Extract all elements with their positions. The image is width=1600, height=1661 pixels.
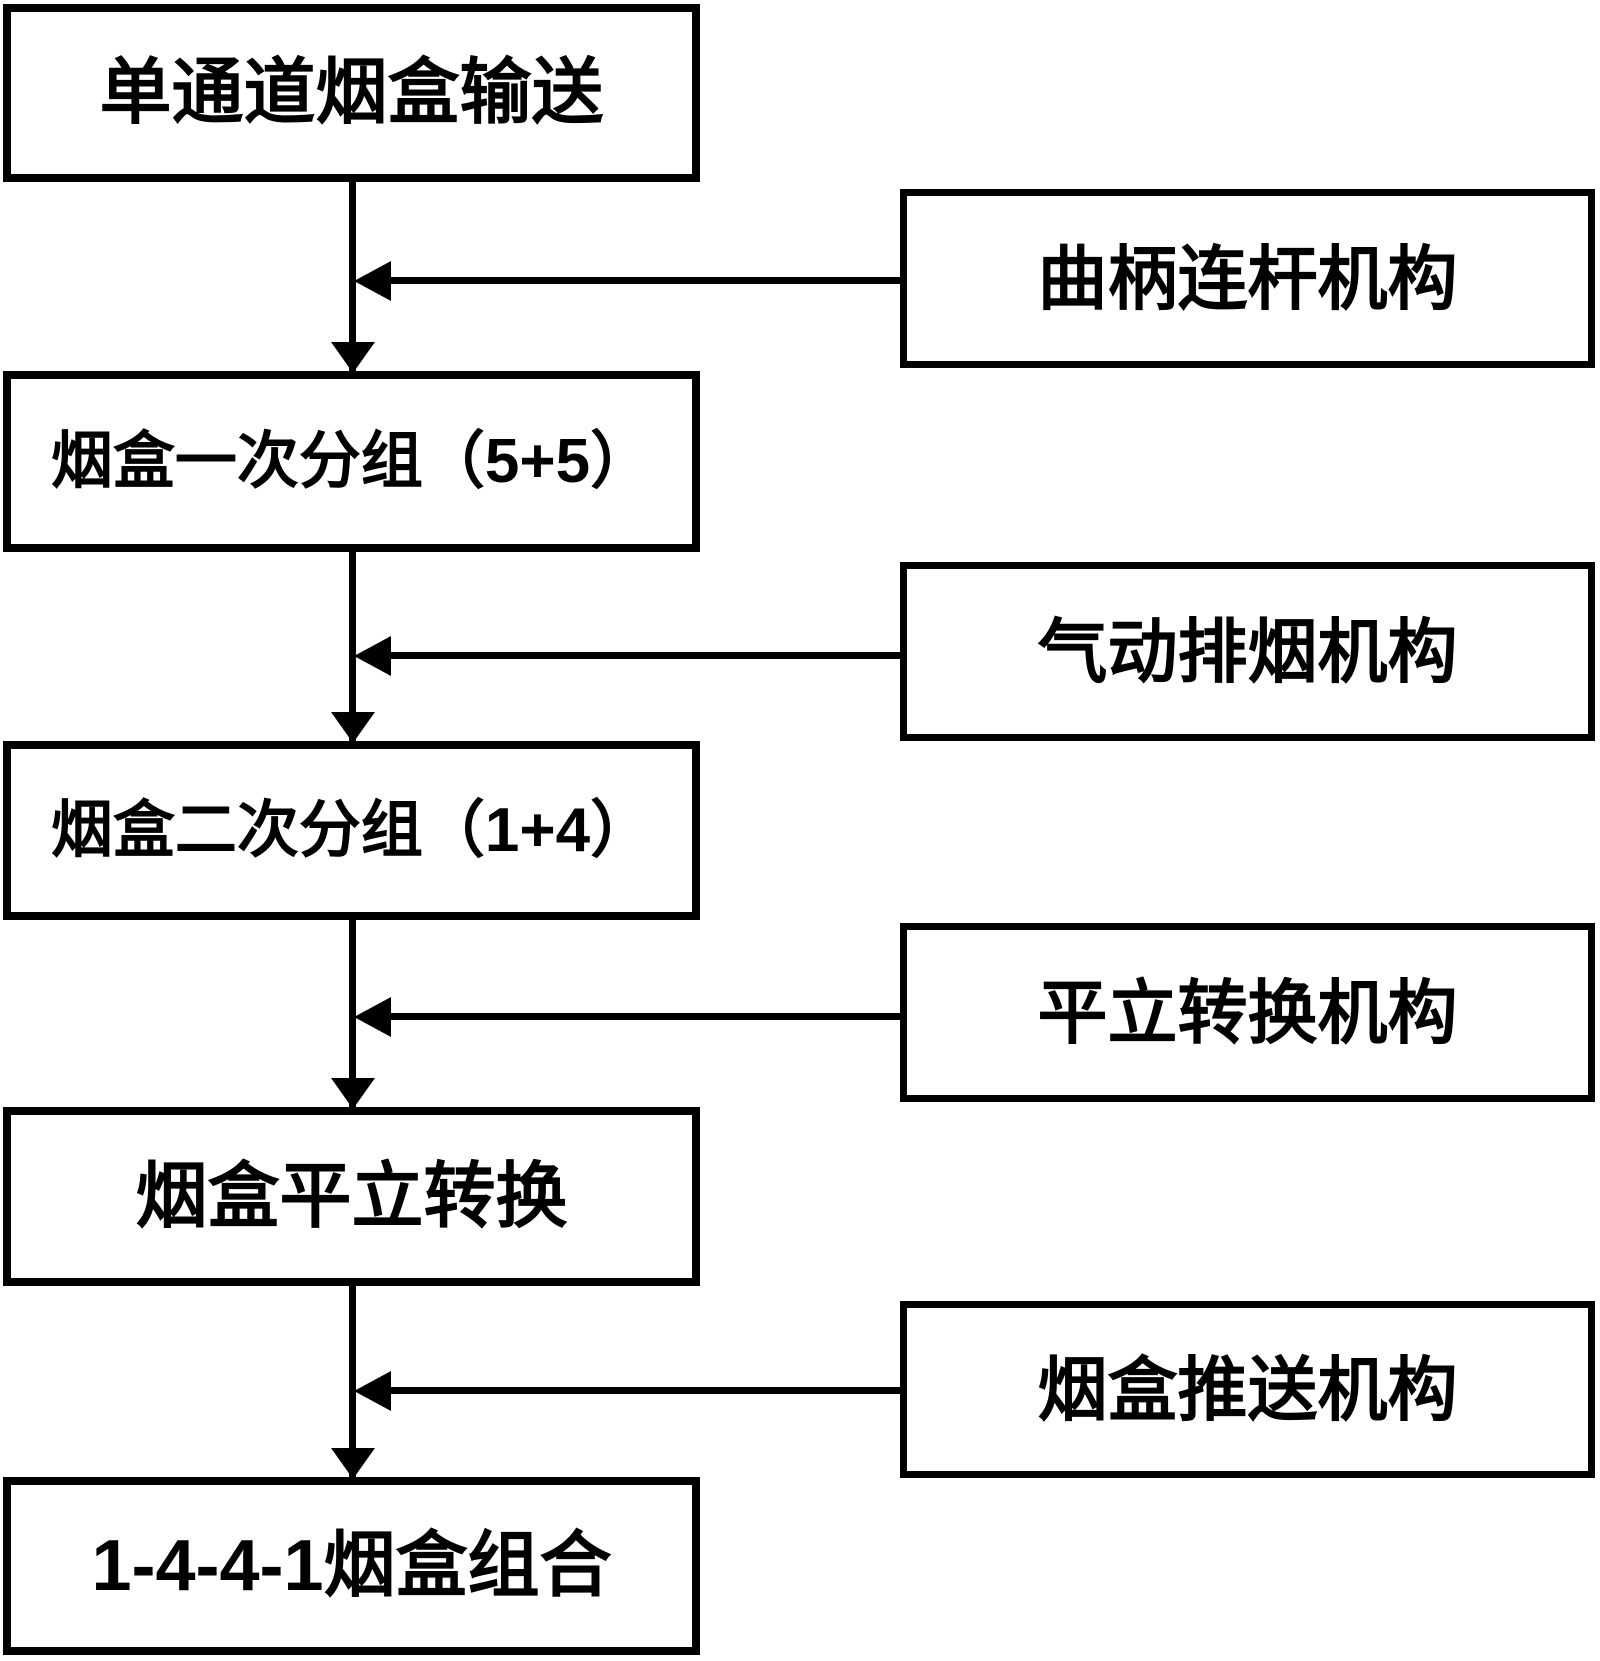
mechanism-label-1: 曲柄连杆机构 [1037, 239, 1458, 318]
flow-connector-line-4 [349, 1286, 356, 1478]
mechanism-box-1: 曲柄连杆机构 [900, 189, 1595, 368]
mechanism-box-3: 平立转换机构 [900, 923, 1595, 1102]
arrow-down-icon-4 [331, 1448, 375, 1479]
mechanism-connector-line-3 [382, 1013, 902, 1020]
flow-step-box-1: 单通道烟盒输送 [3, 4, 700, 182]
arrow-left-icon-2 [354, 636, 391, 676]
mechanism-box-4: 烟盒推送机构 [900, 1301, 1595, 1478]
flow-step-label-5: 1-4-4-1烟盒组合 [91, 1526, 612, 1606]
flow-connector-line-1 [349, 182, 356, 372]
flow-step-box-4: 烟盒平立转换 [3, 1107, 700, 1286]
arrow-left-icon-3 [354, 997, 391, 1037]
arrow-down-icon-2 [331, 712, 375, 743]
flow-step-label-1: 单通道烟盒输送 [99, 53, 604, 133]
flow-step-box-5: 1-4-4-1烟盒组合 [3, 1477, 700, 1655]
flow-step-box-3: 烟盒二次分组（1+4） [3, 741, 700, 920]
arrow-down-icon-3 [331, 1078, 375, 1109]
arrow-left-icon-4 [354, 1371, 391, 1411]
arrow-left-icon-1 [354, 261, 391, 301]
flow-step-label-2: 烟盒一次分组（5+5） [50, 426, 653, 496]
mechanism-label-3: 平立转换机构 [1037, 973, 1458, 1052]
flow-step-label-3: 烟盒二次分组（1+4） [50, 795, 653, 865]
arrow-down-icon-1 [331, 342, 375, 373]
mechanism-label-2: 气动排烟机构 [1037, 612, 1458, 691]
mechanism-connector-line-4 [382, 1387, 902, 1394]
mechanism-label-4: 烟盒推送机构 [1037, 1350, 1458, 1429]
flow-step-box-2: 烟盒一次分组（5+5） [3, 371, 700, 552]
mechanism-connector-line-2 [382, 652, 902, 659]
flow-connector-line-3 [349, 920, 356, 1108]
flow-connector-line-2 [349, 552, 356, 742]
flow-step-label-4: 烟盒平立转换 [135, 1156, 568, 1237]
mechanism-box-2: 气动排烟机构 [900, 562, 1595, 741]
mechanism-connector-line-1 [382, 277, 902, 284]
